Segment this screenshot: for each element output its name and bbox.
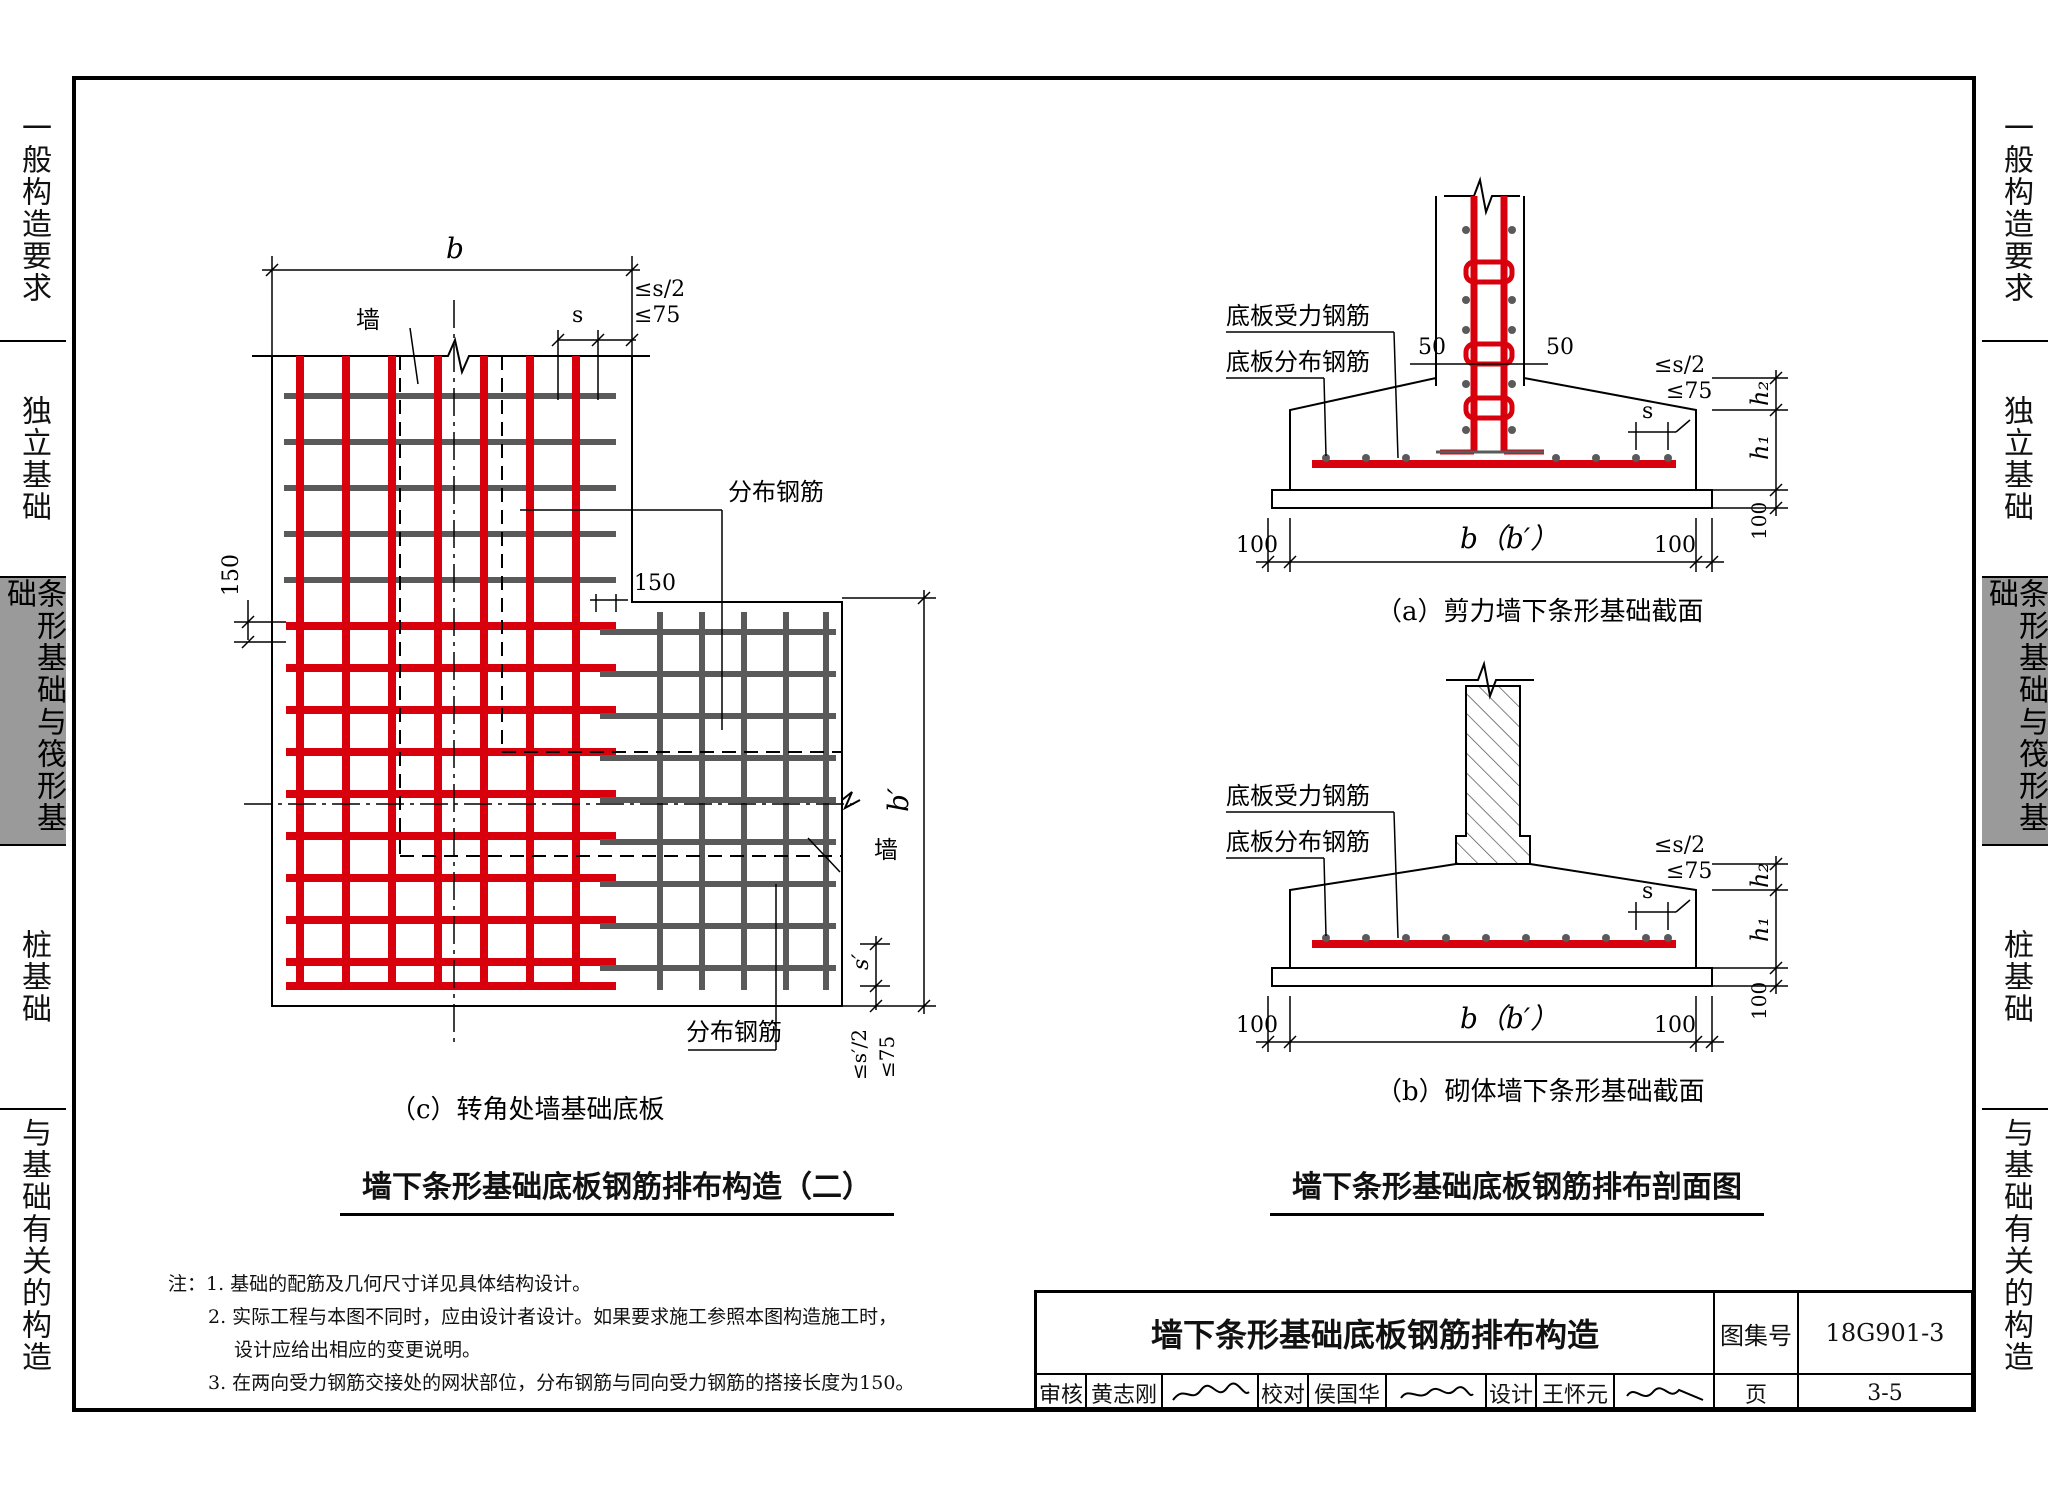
signature-mark [1172,1382,1250,1401]
b-h2: h₂ [1746,863,1774,888]
red-rebar-horizontal [286,622,616,990]
section-a-diagram: 底板受力钢筋 底板分布钢筋 50 50 ≤s/2 ≤75 s h₂ h₁ 100… [1226,176,1788,627]
check-label: 校对 [1259,1375,1309,1411]
wall-label-top: 墙 [356,306,380,334]
heading-right: 墙下条形基础底板钢筋排布剖面图 [1270,1162,1764,1216]
le-s2-prime: ≤s′/2 [847,1029,871,1080]
side-tab-label: 独立基础 [1998,395,2033,523]
b-h1: h₁ [1746,917,1774,942]
signature-mark [1400,1386,1474,1399]
b-width: b（b′） [1460,1002,1558,1035]
side-tab-label: 一般构造要求 [1998,112,2033,304]
title-block: 墙下条形基础底板钢筋排布构造 图集号 18G901-3 审核 黄志刚 校对 侯国… [1034,1290,1974,1411]
dim-s-prime: s′ [849,954,874,970]
side-tab[interactable]: 一般构造要求 [1982,76,2048,340]
side-tab[interactable]: 与基础有关的构造 [0,1108,66,1380]
a-h1: h₁ [1746,435,1774,460]
b-dim-100-right: 100 [1654,1013,1696,1038]
a-dim-s: s [1642,399,1653,424]
side-tab[interactable]: 条形基础与筏形基础 [1982,576,2048,844]
note-2-cont: 设计应给出相应的变更说明。 [234,1339,482,1361]
designer-signature [1615,1375,1715,1411]
note-2: 2. 实际工程与本图不同时，应由设计者设计。如果要求施工参照本图构造施工时， [208,1306,898,1328]
b-dim-100-vert: 100 [1747,982,1771,1020]
a-dist-bar-label: 底板分布钢筋 [1226,348,1370,376]
side-tab[interactable]: 独立基础 [1982,340,2048,576]
side-tab[interactable]: 独立基础 [0,340,66,576]
checker-signature [1387,1375,1487,1411]
notes: 注：1. 基础的配筋及几何尺寸详见具体结构设计。 2. 实际工程与本图不同时，应… [168,1268,914,1400]
b-le-75: ≤75 [1666,859,1712,884]
side-tab[interactable]: 条形基础与筏形基础 [0,576,66,844]
design-label: 设计 [1487,1375,1537,1411]
dist-bar-top-label: 分布钢筋 [728,478,824,506]
a-dim-100-vert: 100 [1747,502,1771,540]
side-tab-label: 桩基础 [1998,929,2033,1025]
drawing-frame [72,76,1976,1412]
side-tab-label: 独立基础 [16,395,51,523]
a-dim-100-right: 100 [1654,533,1696,558]
b-main-bar-label: 底板受力钢筋 [1226,782,1370,810]
caption-b: （b）砌体墙下条形基础截面 [1376,1077,1705,1107]
side-tab-label: 条形基础与筏形基础 [1,578,66,834]
le-s2: ≤s/2 [634,277,685,302]
dim-150-right: 150 [634,571,676,596]
heading-left: 墙下条形基础底板钢筋排布构造（二） [340,1162,894,1216]
dim-150-left: 150 [219,554,244,596]
a-le-75: ≤75 [1666,379,1712,404]
side-tab[interactable]: 桩基础 [0,844,66,1108]
side-tab-label: 桩基础 [16,929,51,1025]
b-dim-100-left: 100 [1236,1013,1278,1038]
a-main-bar-label: 底板受力钢筋 [1226,302,1370,330]
a-dim-50-right: 50 [1546,335,1574,360]
page-no: 3-5 [1867,1380,1903,1406]
page-label: 页 [1715,1375,1799,1411]
signature-mark [1626,1387,1704,1401]
b-dim-s: s [1642,879,1653,904]
dim-s: s [572,303,583,328]
section-b-diagram: 底板受力钢筋 底板分布钢筋 ≤s/2 ≤75 s h₂ h₁ 100 100 1… [1226,660,1788,1107]
le-75-bottom: ≤75 [875,1036,899,1078]
dim-b-prime: b′ [882,787,915,812]
gray-rebar-right [600,612,836,990]
gray-rebar-upper-h [284,393,616,583]
side-tab-label: 与基础有关的构造 [16,1117,51,1373]
caption-c: （c）转角处墙基础底板 [390,1095,665,1125]
b-le-s2: ≤s/2 [1654,833,1705,858]
atlas-label: 图集号 [1715,1293,1799,1375]
le-75: ≤75 [634,303,680,328]
a-dim-100-left: 100 [1236,533,1278,558]
side-tab-label: 与基础有关的构造 [1998,1117,2033,1373]
designer-name: 王怀元 [1537,1375,1615,1411]
dist-bar-bottom-label: 分布钢筋 [686,1018,782,1046]
a-le-s2: ≤s/2 [1654,353,1705,378]
caption-a: （a）剪力墙下条形基础截面 [1376,597,1704,627]
a-h2: h₂ [1746,381,1774,406]
side-tab-label: 一般构造要求 [16,112,51,304]
wall-label-right: 墙 [874,836,898,864]
side-tab[interactable]: 一般构造要求 [0,76,66,340]
side-tab[interactable]: 与基础有关的构造 [1982,1108,2048,1380]
dim-b: b [446,232,464,265]
notes-prefix: 注： [168,1273,207,1295]
corner-plan-diagram: b s ≤s/2 ≤75 墙 分布钢筋 150 150 b′ 墙 s′ 分布钢筋… [219,232,936,1125]
reviewer-signature [1163,1375,1259,1411]
reviewer-name: 黄志刚 [1087,1375,1163,1411]
note-1: 1. 基础的配筋及几何尺寸详见具体结构设计。 [206,1273,592,1295]
title-block-title: 墙下条形基础底板钢筋排布构造 [1037,1293,1715,1375]
a-width: b（b′） [1460,522,1558,555]
note-3: 3. 在两向受力钢筋交接处的网状部位，分布钢筋与同向受力钢筋的搭接长度为150。 [208,1372,915,1394]
review-label: 审核 [1037,1375,1087,1411]
checker-name: 侯国华 [1309,1375,1387,1411]
side-tab[interactable]: 桩基础 [1982,844,2048,1108]
side-tab-label: 条形基础与筏形基础 [1983,578,2048,834]
a-dim-50-left: 50 [1418,335,1446,360]
b-dist-bar-label: 底板分布钢筋 [1226,828,1370,856]
atlas-no: 18G901-3 [1799,1293,1971,1375]
